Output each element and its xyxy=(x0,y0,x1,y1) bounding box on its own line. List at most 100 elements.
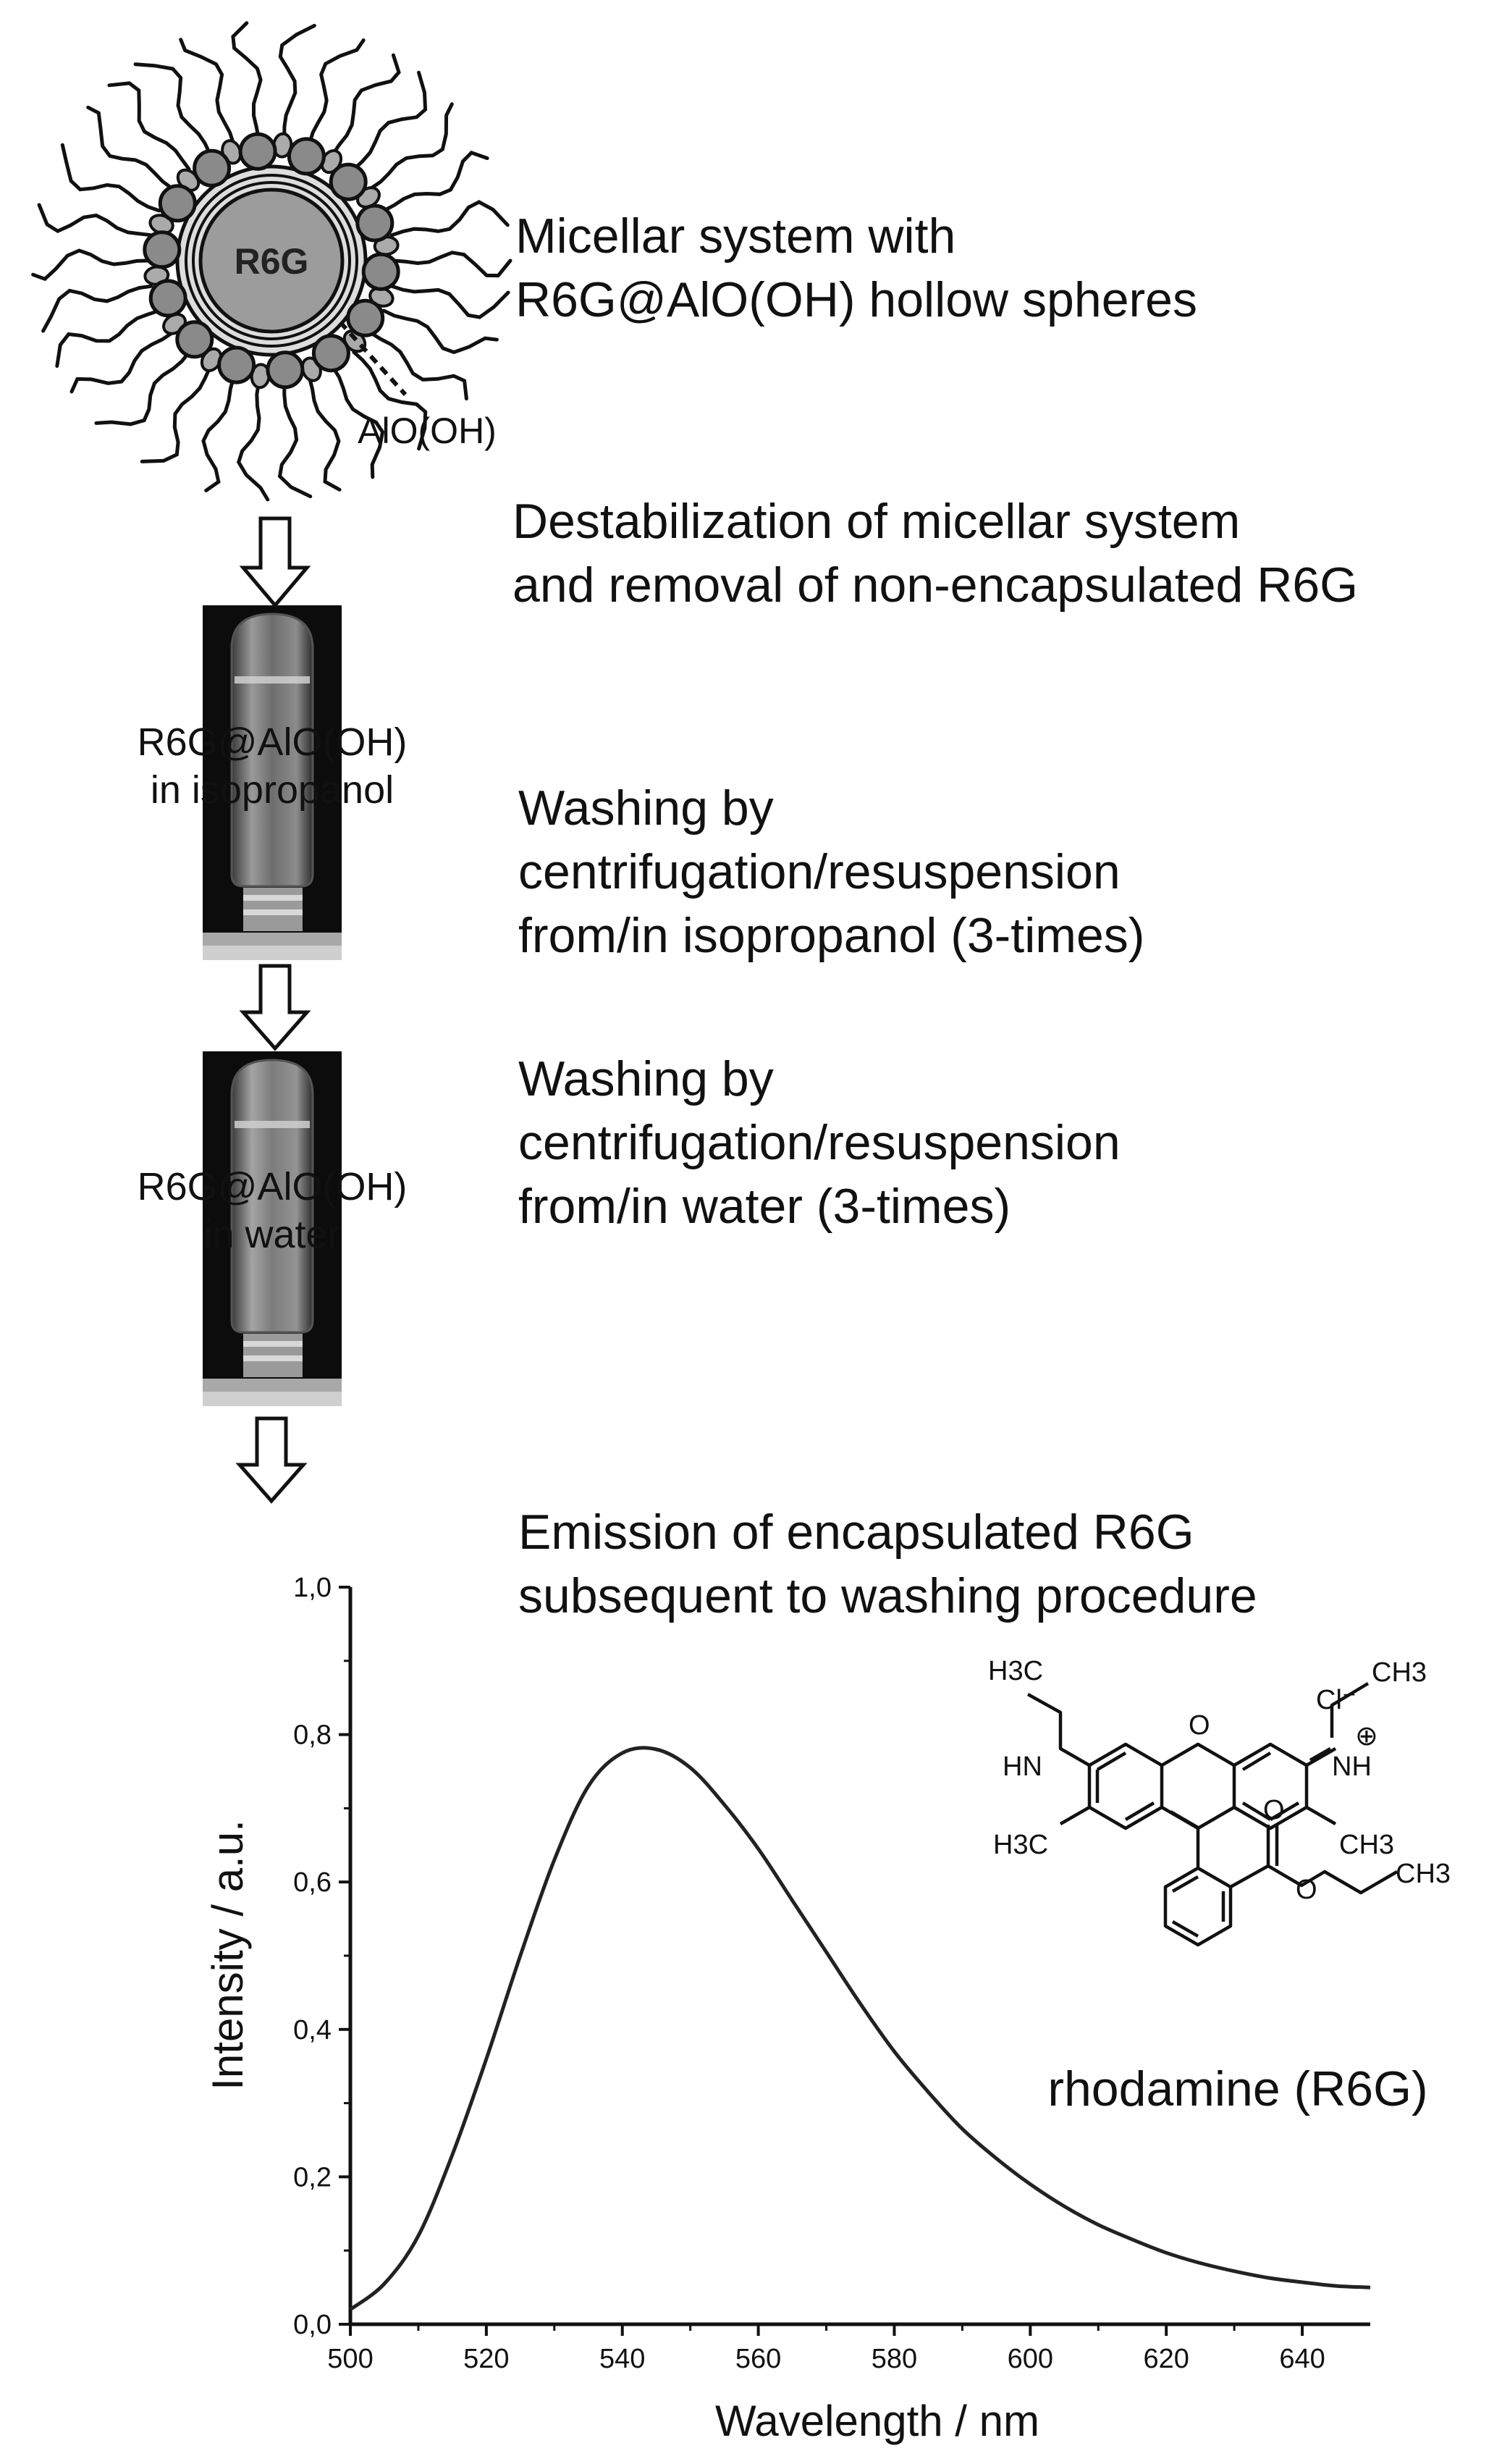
y-axis-title: Intensity / a.u. xyxy=(203,1820,252,2090)
large-head-groups xyxy=(143,132,400,390)
plot-axes xyxy=(348,1587,1370,2326)
head-group-large xyxy=(193,148,232,188)
surfactant-tail xyxy=(86,105,174,190)
atom-o-ring: O xyxy=(1189,1710,1210,1741)
surfactant-tail xyxy=(201,376,235,492)
surfactant-tail xyxy=(352,350,428,451)
head-group-large xyxy=(238,132,277,171)
y-ticks: 0,00,20,40,60,81,0 xyxy=(293,1573,350,2340)
atom-cl: Cl⁻ xyxy=(1316,1685,1357,1715)
y-tick-label: 0,0 xyxy=(293,2310,332,2340)
vial-label-isopropanol: R6G@AlO(OH) in isopropanol xyxy=(137,720,408,812)
head-group-large xyxy=(148,279,187,318)
molecule-name: rhodamine (R6G) xyxy=(1047,2061,1427,2116)
atom-plus: ⊕ xyxy=(1355,1721,1378,1752)
emission-spectrum-line xyxy=(349,1746,1371,2311)
surfactant-tail xyxy=(107,81,191,172)
vial-illustration xyxy=(203,605,342,960)
arrow-down-icon xyxy=(239,516,311,608)
surfactant-tail xyxy=(31,248,151,282)
x-tick-label: 520 xyxy=(463,2344,509,2374)
atom-ch3-ester: CH3 xyxy=(1396,1859,1451,1889)
surfactant-tail xyxy=(369,102,454,190)
surfactant-tail xyxy=(41,284,153,333)
surfactant-tail xyxy=(331,365,385,479)
rhodamine-atom-labels: H3C HN O Cl⁻ CH3 NH ⊕ H3C CH3 O O CH3 xyxy=(988,1656,1451,1905)
surfactant-tail xyxy=(179,38,235,146)
atom-o-ester: O xyxy=(1296,1875,1317,1905)
head-group-large xyxy=(355,203,395,243)
micelle-schematic: R6G AlO(OH) xyxy=(31,21,512,502)
surfactant-tail xyxy=(236,381,270,502)
ring-middle xyxy=(1160,1742,1236,1830)
surfactant-tail xyxy=(69,331,174,394)
surfactant-tail xyxy=(369,331,468,401)
surfactant-tail xyxy=(277,381,313,499)
surfactant-tail xyxy=(55,308,161,368)
surfactant-tail xyxy=(308,38,366,146)
ring-left xyxy=(1087,1742,1164,1830)
surfactant-tail xyxy=(231,21,263,140)
head-group-large xyxy=(361,252,400,291)
vial-illustration xyxy=(203,1051,342,1406)
atom-ch3-top: CH3 xyxy=(1372,1657,1427,1688)
atom-ch3-right: CH3 xyxy=(1339,1830,1394,1860)
atom-nh-plus: NH xyxy=(1332,1752,1372,1782)
y-tick-label: 0,4 xyxy=(293,2015,332,2045)
surfactant-tail xyxy=(381,151,489,213)
atom-hn: HN xyxy=(1003,1752,1042,1782)
head-group-large xyxy=(311,334,350,373)
surfactant-tail xyxy=(94,350,191,426)
x-tick-label: 600 xyxy=(1008,2344,1053,2374)
surfactant-tail xyxy=(308,376,342,492)
shell-label: AlO(OH) xyxy=(358,411,497,451)
head-group-large xyxy=(143,230,182,269)
x-tick-label: 640 xyxy=(1279,2344,1325,2374)
arrow-down-icon xyxy=(239,964,311,1051)
step-wash-isopropanol-text: Washing by centrifugation/resuspension f… xyxy=(518,781,1145,963)
ring-right xyxy=(1233,1742,1309,1830)
surfactant-tail xyxy=(60,143,161,213)
head-group-large xyxy=(175,320,214,359)
vial-photo-water: R6G@AlO(OH) in water xyxy=(138,1051,407,1406)
x-tick-label: 620 xyxy=(1143,2344,1189,2374)
shell-pointer-line xyxy=(338,320,408,397)
vial-label-water: R6G@AlO(OH) in water xyxy=(137,1165,408,1256)
step-emission-text: Emission of encapsulated R6G subsequent … xyxy=(518,1505,1257,1623)
surfactant-tails xyxy=(31,21,512,502)
shell-ring-3 xyxy=(192,181,351,340)
atom-h3c-left: H3C xyxy=(993,1830,1048,1860)
step-wash-water-text: Washing by centrifugation/resuspension f… xyxy=(518,1051,1121,1234)
surfactant-tail xyxy=(392,251,512,278)
y-tick-label: 0,8 xyxy=(293,1720,332,1751)
vial-photo-isopropanol: R6G@AlO(OH) in isopropanol xyxy=(138,605,407,960)
surfactant-tail xyxy=(352,70,428,172)
shell-ring-2 xyxy=(185,174,358,348)
head-group-large xyxy=(346,298,385,337)
surfactant-tail xyxy=(133,62,212,156)
head-group-large xyxy=(217,345,256,384)
y-tick-label: 1,0 xyxy=(293,1573,332,1603)
head-group-large xyxy=(266,350,305,390)
head-group-large xyxy=(287,137,326,176)
ring-phenyl xyxy=(1163,1828,1233,1947)
core-label: R6G xyxy=(235,241,309,282)
surfactant-tail xyxy=(389,284,510,319)
surfactant-tail xyxy=(331,53,401,156)
hollow-sphere-core xyxy=(198,188,345,334)
x-tick-label: 540 xyxy=(599,2344,645,2374)
head-group-large xyxy=(158,184,197,223)
atom-o-carbonyl: O xyxy=(1263,1795,1285,1825)
surfactant-tail xyxy=(37,203,153,237)
x-tick-label: 500 xyxy=(327,2344,373,2374)
atom-h3c-top: H3C xyxy=(988,1656,1043,1686)
x-tick-label: 580 xyxy=(872,2344,917,2374)
surfactant-tail xyxy=(278,23,316,140)
x-axis-title: Wavelength / nm xyxy=(715,2397,1039,2445)
surfactant-tail xyxy=(140,365,212,463)
step-micellar-text: Micellar system with R6G@AlO(OH) hollow … xyxy=(515,209,1197,327)
rhodamine-structure xyxy=(1026,1682,1398,1947)
surfactant-tail xyxy=(389,200,510,237)
